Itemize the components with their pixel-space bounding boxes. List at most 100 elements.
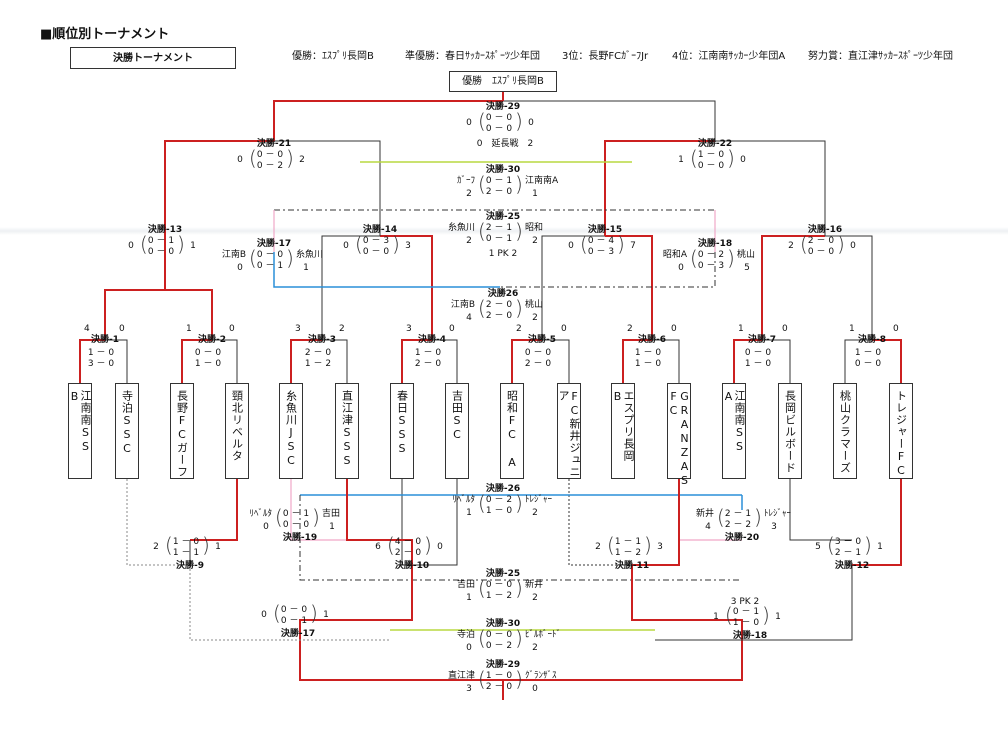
- team-b-label: 糸魚川: [296, 250, 324, 260]
- pk-label: 1 PK 2: [488, 249, 518, 259]
- team-name: 直江津SSS: [340, 390, 354, 468]
- r2-line: [825, 235, 873, 340]
- score-bracket: (: [478, 576, 486, 600]
- result-third: 3位：長野FCｶﾞｰﾌJr: [562, 51, 649, 62]
- team-box: 寺泊SSC: [115, 383, 139, 479]
- total-a: 1: [466, 593, 472, 603]
- fr-total-b: 0: [671, 324, 677, 334]
- score-half2: 2 － 0: [485, 682, 513, 692]
- first-round-line-a: [622, 339, 652, 383]
- match-name: 決勝-30: [485, 165, 521, 175]
- score-half2: 1 － 2: [485, 591, 513, 601]
- match-name: 決勝-15: [587, 225, 623, 235]
- total-a: 0: [263, 522, 269, 532]
- team-name: FC新井ジュニア: [557, 390, 581, 478]
- r2-line: [541, 235, 605, 340]
- match-name: 決勝-30: [485, 619, 521, 629]
- total-b: 0: [437, 542, 443, 552]
- fr-match-name: 決勝-8: [858, 335, 886, 345]
- score-bracket: (: [717, 505, 725, 529]
- score-bracket: (: [478, 296, 486, 320]
- bottom-line: [190, 479, 238, 541]
- team-b-label: ﾄﾚｼﾞｬｰ: [764, 509, 792, 519]
- result-winner: 優勝：ｴｽﾌﾟﾘ長岡B: [292, 51, 374, 62]
- fr-match-name: 決勝-5: [528, 335, 556, 345]
- total-b: 2: [532, 236, 538, 246]
- score-half2: 0 － 0: [147, 247, 175, 257]
- fr-total-a: 3: [295, 324, 301, 334]
- team-box: 直江津SSS: [335, 383, 359, 479]
- team-a-label: 糸魚川: [447, 223, 475, 233]
- total-a: 1: [466, 508, 472, 518]
- final-line: [503, 100, 716, 141]
- total-b: 5: [744, 263, 750, 273]
- total-b: 0: [532, 684, 538, 694]
- team-name: 長野FCガーフ: [175, 390, 189, 478]
- match-name: 決勝-18: [732, 631, 768, 641]
- score-bracket: (: [140, 232, 148, 256]
- score-half2: 2 － 0: [394, 548, 422, 558]
- fr-half2: 3 － 0: [87, 359, 115, 369]
- total-b: 2: [532, 313, 538, 323]
- team-box: 長岡ビルボード: [778, 383, 802, 479]
- fr-total-a: 2: [627, 324, 633, 334]
- fr-half2: 1 － 0: [744, 359, 772, 369]
- team-a-label: 吉田: [456, 580, 475, 590]
- team-b-label: ﾋﾞﾙﾎﾞｰﾄﾞ: [525, 630, 562, 640]
- team-a-label: 江南B: [450, 300, 475, 310]
- score-half2: 1 － 2: [614, 548, 642, 558]
- score-bracket: ): [312, 505, 320, 529]
- bottom-line: [655, 565, 853, 641]
- total-a: 0: [678, 263, 684, 273]
- team-box: 桃山クラマーズ: [833, 383, 857, 479]
- total-b: 0: [740, 155, 746, 165]
- match-name: 決勝-18: [697, 239, 733, 249]
- semi-line: [604, 140, 715, 236]
- score-bracket: (: [607, 533, 615, 557]
- match-name: 決勝-26: [485, 484, 521, 494]
- score-bracket: ): [762, 603, 770, 627]
- team-box: 昭和FC A: [500, 383, 524, 479]
- fr-half1: 0 － 0: [744, 348, 772, 358]
- fr-match-name: 決勝-6: [638, 335, 666, 345]
- team-box: 糸魚川JSC: [279, 383, 303, 479]
- page-title: ■順位別トーナメント: [40, 27, 170, 42]
- score-bracket: (: [478, 667, 486, 691]
- total-b: 1: [877, 542, 883, 552]
- match-name: 決勝-22: [697, 139, 733, 149]
- score-half1: 0 － 0: [485, 580, 513, 590]
- r2-line: [761, 235, 825, 340]
- score-bracket: (: [725, 603, 733, 627]
- score-half1: 0 － 4: [587, 236, 615, 246]
- team-name: 桃山クラマーズ: [838, 390, 852, 474]
- score-half1: 3 － 0: [834, 537, 862, 547]
- match-name: 決勝-29: [485, 102, 521, 112]
- bottom-line: [852, 479, 902, 566]
- team-box: 頸北リベルタ: [225, 383, 249, 479]
- team-box: GRANZAS FC: [667, 383, 691, 488]
- score-half1: 1 － 1: [614, 537, 642, 547]
- score-half2: 0 － 1: [256, 261, 284, 271]
- score-half2: 1 － 0: [732, 618, 760, 628]
- team-a-label: 江南B: [221, 250, 246, 260]
- score-bracket: (: [165, 533, 173, 557]
- first-round-line-a: [844, 339, 872, 383]
- pk-label: 3 PK 2: [730, 597, 760, 607]
- score-bracket: (: [478, 172, 486, 196]
- bottom-line: [126, 479, 190, 566]
- r2-line: [605, 235, 653, 340]
- team-name: 長岡ビルボード: [783, 390, 797, 474]
- total-a: 0: [261, 610, 267, 620]
- score-bracket: (: [690, 246, 698, 270]
- bottom-line: [189, 565, 390, 641]
- fr-total-b: 0: [561, 324, 567, 334]
- score-half2: 0 － 0: [485, 124, 513, 134]
- match-name: 決勝26: [487, 289, 519, 299]
- total-b: 1: [303, 263, 309, 273]
- total-a: 0: [128, 241, 134, 251]
- total-a: 0: [237, 155, 243, 165]
- score-half1: 0 － 1: [732, 607, 760, 617]
- total-b: 2: [532, 643, 538, 653]
- total-a: 0: [568, 241, 574, 251]
